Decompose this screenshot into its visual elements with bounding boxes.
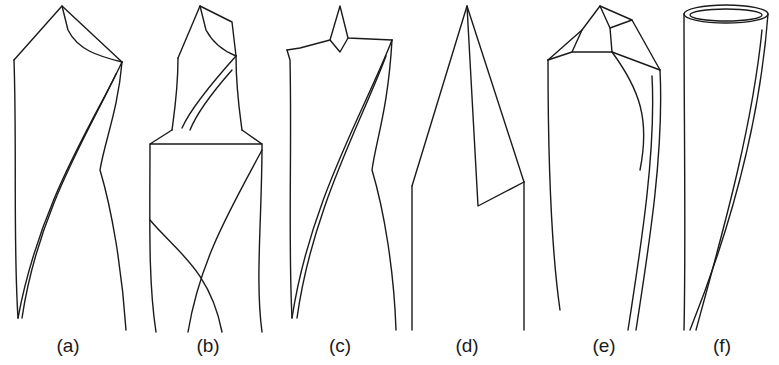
chisel-edge	[200, 6, 236, 56]
flute-land	[292, 40, 392, 318]
flute-land	[150, 220, 222, 332]
core-drill	[684, 5, 768, 330]
flute-land	[18, 62, 122, 318]
brad-point-drill	[287, 6, 396, 330]
figure-label: (d)	[455, 336, 478, 357]
figure-label: (b)	[196, 336, 219, 357]
flute-land	[636, 70, 661, 330]
tube-edge	[683, 14, 685, 330]
figure-label: (e)	[592, 336, 615, 357]
drill-body-edge	[372, 40, 396, 330]
drill-body-edge	[100, 62, 126, 330]
flute-land	[182, 56, 236, 128]
drill-body-edge	[236, 56, 242, 130]
flute-land	[628, 76, 653, 330]
point-facet	[467, 6, 524, 206]
figure-label: (f)	[713, 336, 731, 357]
masonry-drill	[548, 6, 661, 330]
drill-body-edge	[259, 144, 262, 332]
carbide-tip	[572, 51, 612, 52]
drill-point	[178, 6, 236, 58]
flute-edge	[612, 52, 644, 170]
drill-body-edge	[150, 144, 156, 332]
tube-helix	[690, 14, 768, 330]
step-drill	[150, 6, 262, 332]
flute-land	[297, 56, 386, 318]
drill-body-edge	[172, 58, 178, 130]
chisel-edge	[62, 6, 122, 62]
brad-center	[330, 38, 348, 52]
carbide-tip	[548, 30, 582, 60]
brad-spurs	[287, 6, 392, 50]
carbide-tip	[600, 6, 632, 28]
tube-rim	[684, 5, 768, 23]
carbide-tip	[548, 6, 660, 70]
step-shoulder	[150, 130, 262, 144]
shank-edge	[411, 186, 412, 330]
drill-body-edge	[287, 50, 292, 318]
drill-body-edge	[14, 60, 18, 318]
tube-helix	[696, 30, 762, 330]
drill-point	[14, 6, 122, 62]
carbide-tip	[610, 28, 660, 70]
flute-land	[22, 74, 116, 318]
figure-label: (c)	[329, 336, 351, 357]
drill-body-edge	[548, 60, 560, 310]
figure-label: (a)	[56, 336, 79, 357]
spade-point	[412, 6, 524, 330]
twist-drill	[14, 6, 126, 330]
tube-rim	[690, 9, 762, 21]
shank-edge	[523, 182, 524, 330]
flute-land	[188, 150, 262, 332]
flute-land	[190, 70, 232, 130]
